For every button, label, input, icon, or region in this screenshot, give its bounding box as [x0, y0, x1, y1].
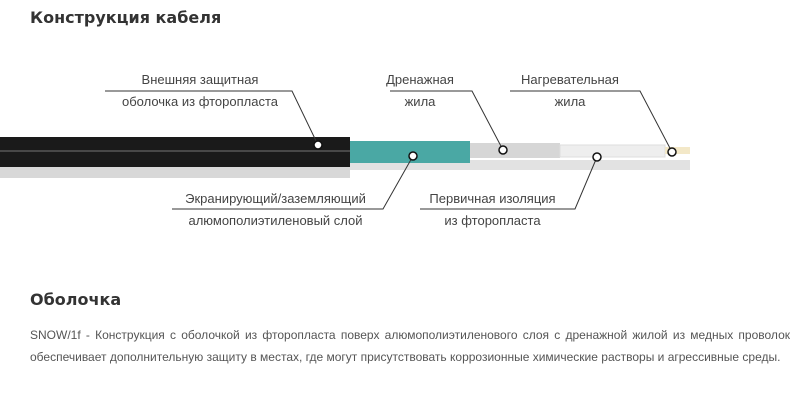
- label-line: жила: [404, 94, 436, 109]
- label-screen: Экранирующий/заземляющий алюмополиэтилен…: [168, 188, 383, 232]
- heating-core: [665, 147, 690, 154]
- outer-sheath: [0, 137, 350, 167]
- label-drain: Дренажная жила: [375, 69, 465, 113]
- marker-primary: [592, 152, 602, 162]
- label-line: Внешняя защитная: [141, 72, 259, 87]
- label-line: оболочка из фторопласта: [121, 94, 279, 109]
- label-line: жила: [554, 94, 586, 109]
- heading-sheath: Оболочка: [30, 290, 122, 309]
- label-primary-insulation: Первичная изоляция из фторопласта: [415, 188, 570, 232]
- label-outer-sheath: Внешняя защитная оболочка из фторопласта: [105, 69, 295, 113]
- marker-heating: [667, 147, 677, 157]
- primary-insulation: [559, 144, 666, 158]
- label-line: Первичная изоляция: [429, 191, 556, 206]
- label-line: Нагревательная: [521, 72, 619, 87]
- cable-shadow-inner: [350, 160, 690, 170]
- marker-drain: [498, 145, 508, 155]
- label-line: из фторопласта: [444, 213, 541, 228]
- marker-outer: [313, 140, 323, 150]
- cable-diagram: [0, 90, 690, 210]
- label-line: Экранирующий/заземляющий: [185, 191, 366, 206]
- marker-screen: [408, 151, 418, 161]
- label-line: алюмополиэтиленовый слой: [188, 213, 363, 228]
- label-line: Дренажная: [386, 72, 454, 87]
- screen-layer: [350, 141, 470, 163]
- heading-construction: Конструкция кабеля: [30, 8, 222, 27]
- description: SNOW/1f - Конструкция с оболочкой из фто…: [30, 328, 790, 364]
- label-heating: Нагревательная жила: [505, 69, 635, 113]
- drain-wire: [470, 143, 560, 158]
